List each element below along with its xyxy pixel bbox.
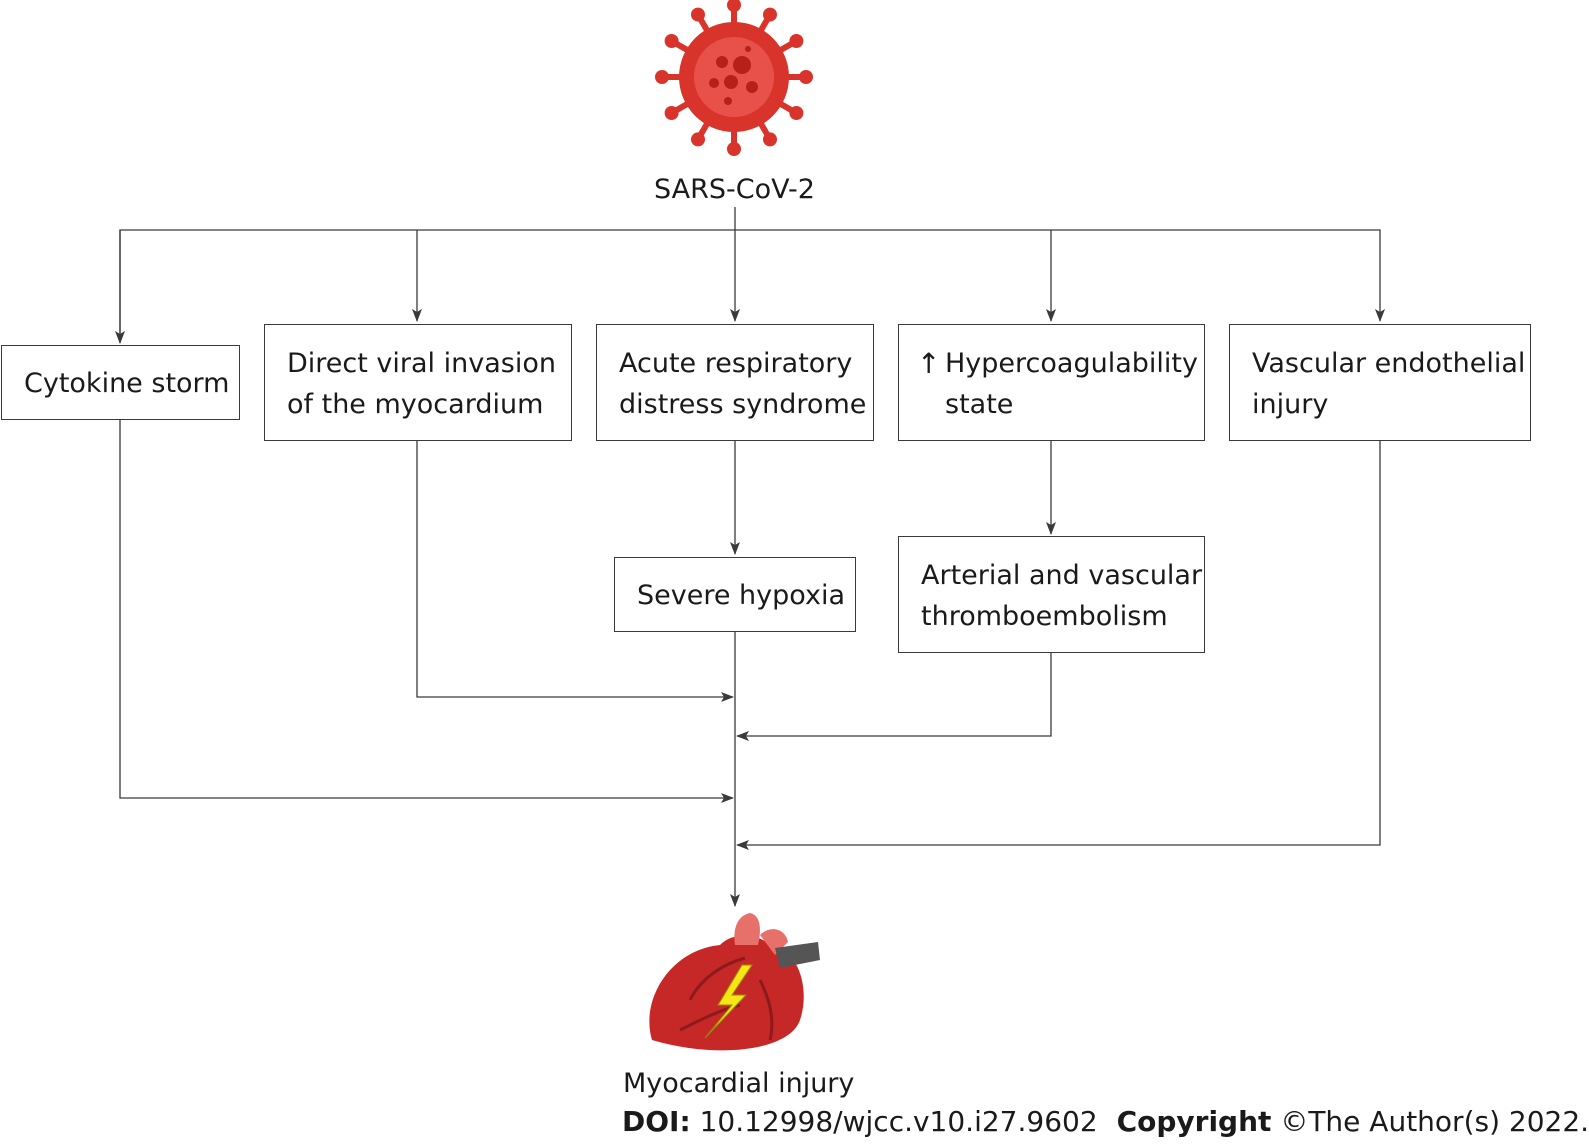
doi-value: 10.12998/wjcc.v10.i27.9602 (699, 1105, 1098, 1138)
citation-footer: DOI: 10.12998/wjcc.v10.i27.9602 Copyrigh… (622, 1105, 1589, 1138)
virus-spike-knob (691, 132, 705, 147)
virus-spike-knob (655, 70, 669, 84)
source-label: SARS-CoV-2 (654, 174, 815, 205)
up-arrow-icon: ↑ (917, 347, 941, 380)
virus-spike-knob (789, 34, 804, 48)
virus-spike-knob (664, 34, 679, 48)
virus-spike-knob (664, 106, 679, 120)
hypercoagulability-box: ↑ Hypercoagulability state (898, 324, 1205, 441)
diagram-canvas (115, 0, 1385, 1051)
virus-spike-knob (691, 7, 705, 22)
vascular-endothelial-injury-label: Vascular endothelial injury (1252, 348, 1526, 420)
connectors (115, 207, 1385, 907)
ards-label: Acute respiratory distress syndrome (619, 348, 867, 420)
virus-spike-knob (799, 70, 813, 84)
thromboembolism-label: Arterial and vascular thromboembolism (921, 560, 1203, 632)
doi-label: DOI: (622, 1105, 691, 1138)
thromboembolism-box: Arterial and vascular thromboembolism (898, 536, 1205, 653)
virus-spike-knob (789, 106, 804, 120)
injured-heart-icon (649, 913, 820, 1051)
target-label: Myocardial injury (623, 1068, 855, 1099)
cytokine-storm-box: Cytokine storm (1, 345, 240, 420)
direct-viral-invasion-box: Direct viral invasion of the myocardium (264, 324, 572, 441)
virus-spike-knob (727, 142, 741, 156)
copyright-label: Copyright (1116, 1105, 1272, 1138)
cytokine-storm-label: Cytokine storm (24, 368, 230, 399)
virus-spike-knob (727, 0, 741, 12)
severe-hypoxia-box: Severe hypoxia (614, 557, 856, 632)
severe-hypoxia-label: Severe hypoxia (637, 580, 845, 611)
virus-spike-knob (763, 7, 777, 22)
virus-spike-knob (763, 132, 777, 147)
vascular-endothelial-injury-box: Vascular endothelial injury (1229, 324, 1531, 441)
ards-box: Acute respiratory distress syndrome (596, 324, 874, 441)
virus-icon (655, 0, 813, 156)
hypercoagulability-label: Hypercoagulability state (945, 348, 1198, 420)
copyright-value: ©The Author(s) 2022. (1280, 1105, 1589, 1138)
direct-viral-invasion-label: Direct viral invasion of the myocardium (287, 348, 556, 420)
